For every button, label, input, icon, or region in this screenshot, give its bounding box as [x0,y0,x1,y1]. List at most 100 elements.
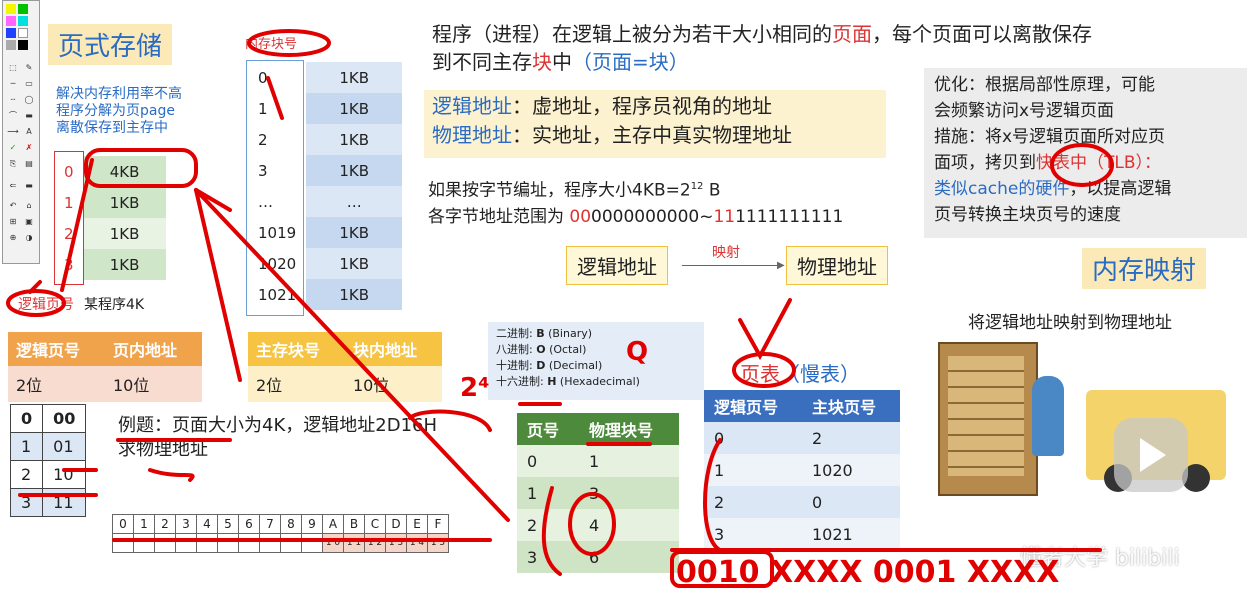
check-tool-icon[interactable]: ✓ [9,143,17,152]
cell: 1021 [812,524,853,544]
scribble-mark [148,468,195,482]
page-size: 1KB [83,249,166,280]
memory-map-desc: 将逻辑地址映射到物理地址 [968,313,1172,333]
play-button[interactable] [1114,418,1188,492]
cell: 1 [527,483,538,503]
select-tool-icon[interactable]: ⬚ [9,63,17,72]
page-num: 2 [64,224,74,243]
hex-digit-cell: F [427,514,449,534]
hex-binary-cell [175,533,197,553]
gray-swatch[interactable] [6,40,16,50]
header-cell: 页号 [517,413,579,445]
block-num: 3 [258,161,268,180]
dash-tool-icon[interactable]: ┄ [10,95,16,104]
page-size: 4KB [83,156,166,187]
box-mark [670,550,774,588]
grid-tool-icon[interactable]: ▤ [25,159,33,168]
cyan-swatch[interactable] [18,16,28,26]
trash-icon[interactable]: ⌂ [26,201,32,210]
pen-tool-icon[interactable]: ✎ [25,63,33,72]
example-line: 求物理地址 [118,439,208,460]
range-highlight: 00 [569,206,592,227]
bin-cell: 00 [42,404,87,433]
slow-table-title: 页表（慢表） [740,358,860,387]
hex-binary-cell: 1 3 [385,533,407,553]
curve-tool-icon[interactable]: ⌒ [9,111,17,120]
block-size: … [306,186,403,217]
ellipse-tool-icon[interactable]: ◯ [24,95,34,104]
block-num: 1 [258,99,268,118]
radix-letter: O [536,343,546,356]
radix-box: 二进制: B (Binary) 八进制: O (Octal) 十进制: D (D… [488,322,704,400]
cell: 4 [588,515,600,535]
opt-line: ，以提高逻辑 [1069,179,1172,199]
hex-binary-cell: 1 5 [427,533,449,553]
bin-cell: 1 [9,432,44,461]
line-tool-icon[interactable]: ─ [10,79,16,88]
opt-line: 面项，拷贝到 [934,153,1036,173]
black-swatch[interactable] [18,40,28,50]
cell: 2 [714,492,725,512]
hex-binary-cell [280,533,302,553]
cell: 2 [527,515,538,535]
locker-doors [948,356,1024,476]
save-icon[interactable]: ▣ [25,217,33,226]
hex-digit-cell: 9 [301,514,323,534]
bin-cell: 0 [9,404,44,433]
intro-line: 程序分解为页page [56,103,175,119]
value-cell: 10位 [105,366,202,402]
header-cell: 主块页号 [802,390,900,422]
block-size: 1KB [306,155,403,186]
copy-tool-icon[interactable]: ⎘ [9,159,17,168]
header-cell: 逻辑页号 [8,332,105,366]
print-icon[interactable]: ⊞ [9,217,17,226]
rect-tool-icon[interactable]: ▭ [25,79,33,88]
arrow-tool-icon[interactable]: ⟶ [7,127,19,136]
text-tool-icon[interactable]: A [26,127,32,136]
blue-swatch[interactable] [6,28,16,38]
play-icon [1140,438,1166,472]
bar-tool-icon[interactable]: ▬ [25,181,33,190]
hex-digit-cell: 2 [154,514,176,534]
radix-letter: D [536,359,546,372]
fill-tool-icon[interactable]: ▬ [25,111,33,120]
hex-digit-cell: D [385,514,407,534]
block-size: 1KB [306,62,403,93]
magenta-swatch[interactable] [6,16,16,26]
def-term: 物理地址 [432,123,512,147]
hex-binary-cell [238,533,260,553]
physical-address-box: 物理地址 [786,246,888,285]
hex-binary-cell [196,533,218,553]
page-num: 3 [64,255,74,274]
cross-tool-icon[interactable]: ✗ [25,143,33,152]
program-page-table: 0 4KB 1 1KB 2 1KB 3 1KB [54,156,166,280]
slow-table-title-red: 页表 [740,362,780,386]
hex-digit-cell: 0 [112,514,134,534]
green-swatch[interactable] [18,4,28,14]
main-text: ，每个页面可以离散保存 [872,22,1092,46]
white-swatch[interactable] [18,28,28,38]
block-size: 1KB [306,124,403,155]
hex-digit-cell: 7 [259,514,281,534]
info-icon[interactable]: ◑ [25,233,33,242]
undo-icon[interactable]: ↶ [9,201,17,210]
yellow-swatch[interactable] [6,4,16,14]
cell: 3 [527,547,538,567]
hex-binary-cell: 1 1 [343,533,365,553]
opt-line: 优化：根据局部性原理，可能 [934,75,1155,95]
back-tool-icon[interactable]: ⇐ [9,181,17,190]
header-cell: 逻辑页号 [704,390,802,422]
def-desc: ：实地址，主存中真实物理地址 [512,123,792,147]
color-wheel-icon[interactable]: ⊕ [9,233,17,242]
check-mark [738,298,792,361]
arrow-stroke [28,280,42,294]
radix-letter: H [547,375,557,388]
mapping-label: 映射 [712,245,740,261]
logical-address-box: 逻辑地址 [566,246,668,285]
intro-line: 离散保存到主存中 [56,120,168,136]
block-size: 1KB [306,248,403,279]
